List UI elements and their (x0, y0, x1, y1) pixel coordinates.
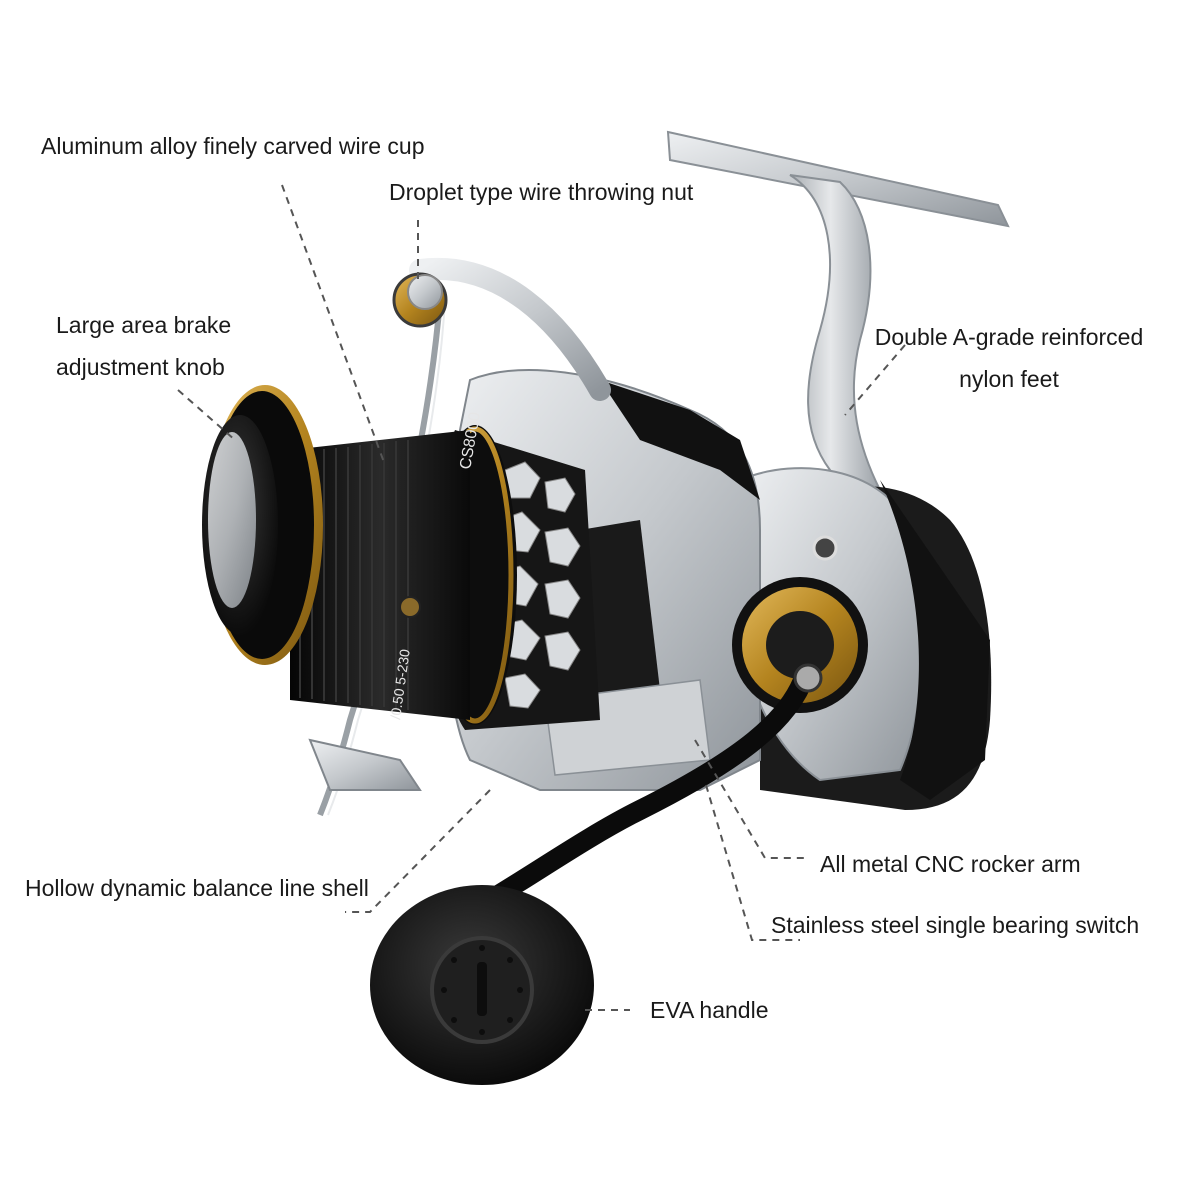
leader-bearing-switch (705, 784, 800, 941)
label-nylon-feet-line1: Double A-grade reinforced (874, 324, 1144, 350)
spool: CS8000 /0.50 5-230 (202, 385, 600, 730)
label-nylon-feet: Double A-grade reinforced nylon feet (868, 316, 1150, 400)
leader-nylon-feet (844, 344, 906, 416)
leader-lines (177, 184, 906, 1011)
eva-handle-knob (370, 885, 594, 1085)
label-brake-knob: Large area brake adjustment knob (56, 304, 231, 388)
label-wire-cup: Aluminum alloy finely carved wire cup (41, 133, 425, 159)
label-brake-knob-line1: Large area brake (56, 312, 232, 338)
label-line-shell: Hollow dynamic balance line shell (25, 875, 369, 901)
label-brake-knob-line2: adjustment knob (56, 354, 225, 380)
line-roller (392, 272, 448, 328)
handle-arm (480, 663, 823, 910)
leader-wire-cup (281, 184, 386, 466)
label-eva-handle: EVA handle (650, 997, 769, 1023)
leader-rocker-arm (694, 739, 808, 859)
rod-foot (666, 130, 1010, 522)
gear-cap (732, 577, 868, 713)
label-bearing-switch: Stainless steel single bearing switch (771, 912, 1140, 938)
label-nylon-feet-line2: nylon feet (959, 366, 1059, 392)
leader-line-shell (345, 789, 491, 913)
label-throwing-nut: Droplet type wire throwing nut (389, 179, 694, 205)
label-rocker-arm: All metal CNC rocker arm (820, 851, 1081, 877)
